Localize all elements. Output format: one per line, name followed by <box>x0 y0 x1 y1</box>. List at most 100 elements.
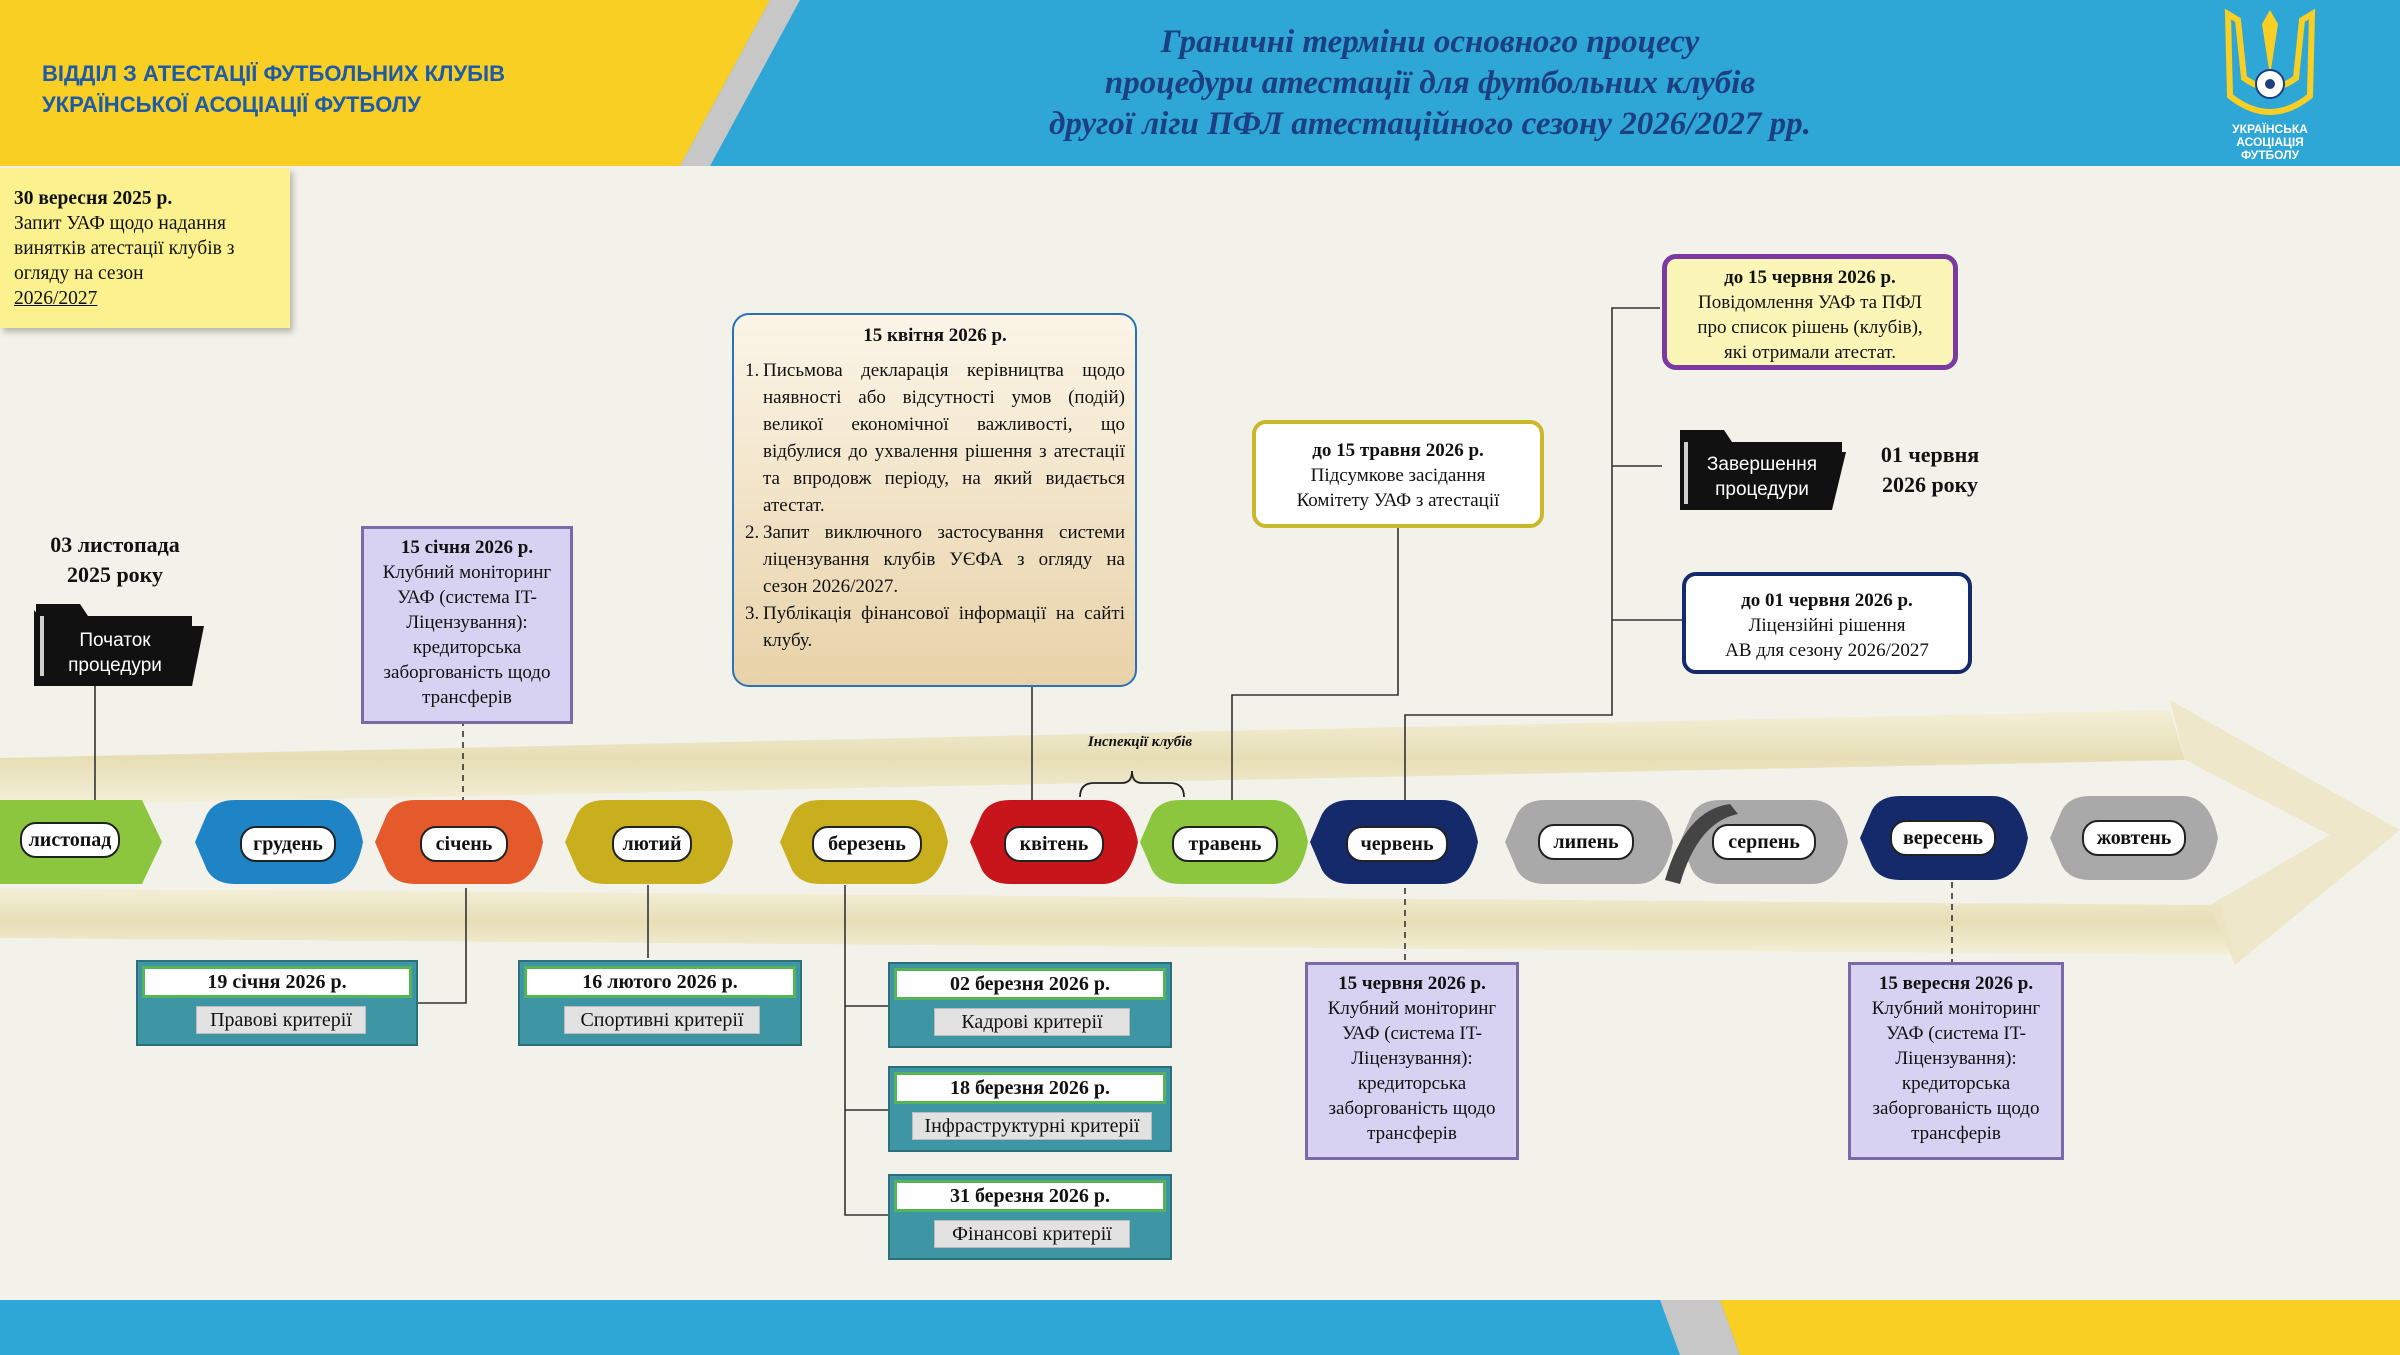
uaf-logo: УКРАЇНСЬКА АСОЦІАЦІЯ ФУТБОЛУ <box>2210 6 2330 166</box>
monitoring-jan-line6: трансферів <box>422 687 512 708</box>
month-label-jul: липень <box>1538 824 1634 860</box>
monitoring-jun-date: 15 червня 2026 р. <box>1338 973 1486 994</box>
criteria-infra-label: Інфраструктурні критерії <box>912 1112 1152 1140</box>
month-label-nov: листопад <box>20 822 120 858</box>
end-folder-icon <box>1680 430 1846 510</box>
june-license-date: до 01 червня 2026 р. <box>1741 590 1913 611</box>
monitoring-jan-line1: Клубний моніторинг <box>382 562 552 583</box>
page-title: Граничні терміни основного процесу проце… <box>960 22 1900 145</box>
april-item1: Письмова декларація керівництва щодо ная… <box>763 360 1125 516</box>
month-label-may: травень <box>1172 826 1278 862</box>
logo-text-line1: УКРАЇНСЬКА <box>2232 122 2308 136</box>
monitoring-sep-line1: Клубний моніторинг <box>1871 998 2041 1019</box>
exemption-note: 30 вересня 2025 р. Запит УАФ щодо наданн… <box>0 168 290 328</box>
april-item2: Запит виключного застосування системи лі… <box>763 522 1125 597</box>
end-date-line1: 01 червня <box>1880 442 1980 467</box>
criteria-legal-date: 19 січня 2026 р. <box>142 966 412 998</box>
monitoring-jun-line3: Ліцензування): <box>1351 1048 1473 1069</box>
end-label-line2: процедури <box>1715 479 1809 500</box>
start-date-line2: 2025 року <box>66 562 164 587</box>
org-name-line1: ВІДДІЛ З АТЕСТАЦІЇ ФУТБОЛЬНИХ КЛУБІВ <box>42 61 505 86</box>
june-notify-box: до 15 червня 2026 р. Повідомлення УАФ та… <box>1662 254 1958 370</box>
monitoring-sep-line5: заборгованість щодо <box>1872 1098 2040 1119</box>
monitoring-jun-line5: заборгованість щодо <box>1328 1098 1496 1119</box>
end-label-line1: Завершення <box>1706 454 1818 475</box>
april-box: 15 квітня 2026 р. 1.Письмова декларація … <box>745 322 1125 654</box>
june-notify-line3: які отримали атестат. <box>1723 342 1897 363</box>
title-line1: Граничні терміни основного процесу <box>1160 24 1700 60</box>
start-date: 03 листопада 2025 року <box>20 530 210 590</box>
start-folder-icon <box>34 604 204 686</box>
org-name-line2: УКРАЇНСЬКОЇ АСОЦІАЦІЇ ФУТБОЛУ <box>42 92 421 117</box>
criteria-staff-date: 02 березня 2026 р. <box>894 968 1166 1000</box>
may-date: до 15 травня 2026 р. <box>1312 440 1484 461</box>
monitoring-jan-line3: Ліцензування): <box>406 612 528 633</box>
criteria-legal-box: 19 січня 2026 р. Правові критерії <box>136 960 418 1046</box>
monitoring-jan-box: 15 січня 2026 р. Клубний моніторинг УАФ … <box>361 526 573 724</box>
month-label-jun: червень <box>1346 826 1448 862</box>
june-license-box: до 01 червня 2026 р. Ліцензійні рішення … <box>1682 572 1972 674</box>
logo-text-line3: ФУТБОЛУ <box>2240 148 2300 162</box>
monitoring-jan-line5: заборгованість щодо <box>383 662 551 683</box>
june-license-line2: АВ для сезону 2026/2027 <box>1725 640 1929 661</box>
monitoring-jun-line6: трансферів <box>1367 1123 1457 1144</box>
trident-icon <box>2224 8 2316 116</box>
note-text: Запит УАФ щодо надання винятків атестаці… <box>14 213 235 284</box>
end-label: Завершення процедури <box>1688 452 1836 502</box>
monitoring-jan-date: 15 січня 2026 р. <box>400 537 534 558</box>
end-date: 01 червня 2026 року <box>1855 440 2005 500</box>
criteria-infra-box: 18 березня 2026 р. Інфраструктурні крите… <box>888 1066 1172 1152</box>
start-label-line1: Початок <box>79 630 151 651</box>
may-box: до 15 травня 2026 р. Підсумкове засіданн… <box>1252 420 1544 528</box>
title-line2: процедури атестації для футбольних клубі… <box>1104 65 1756 101</box>
start-date-line1: 03 листопада <box>50 532 180 557</box>
org-name: ВІДДІЛ З АТЕСТАЦІЇ ФУТБОЛЬНИХ КЛУБІВ УКР… <box>42 58 642 120</box>
month-label-mar: березень <box>812 826 922 862</box>
criteria-sport-date: 16 лютого 2026 р. <box>524 966 796 998</box>
may-line1: Підсумкове засідання <box>1310 465 1486 486</box>
monitoring-jan-line4: кредиторська <box>412 637 522 658</box>
criteria-infra-date: 18 березня 2026 р. <box>894 1072 1166 1104</box>
monitoring-sep-box: 15 вересня 2026 р. Клубний моніторинг УА… <box>1848 962 2064 1160</box>
june-notify-line1: Повідомлення УАФ та ПФЛ <box>1697 292 1923 313</box>
criteria-finance-box: 31 березня 2026 р. Фінансові критерії <box>888 1174 1172 1260</box>
month-label-sep: вересень <box>1890 820 1996 856</box>
month-label-jan: січень <box>420 826 508 862</box>
monitoring-sep-date: 15 вересня 2026 р. <box>1878 973 2034 994</box>
monitoring-sep-line4: кредиторська <box>1901 1073 2011 1094</box>
criteria-finance-date: 31 березня 2026 р. <box>894 1180 1166 1212</box>
april-date: 15 квітня 2026 р. <box>863 325 1007 346</box>
month-label-aug: серпень <box>1712 824 1816 860</box>
inspections-label: Інспекції клубів <box>1087 734 1193 750</box>
start-label: Початок процедури <box>50 628 180 678</box>
may-line2: Комітету УАФ з атестації <box>1296 490 1500 511</box>
monitoring-jun-line2: УАФ (система IT- <box>1342 1023 1482 1044</box>
criteria-sport-label: Спортивні критерії <box>564 1006 760 1034</box>
criteria-sport-box: 16 лютого 2026 р. Спортивні критерії <box>518 960 802 1046</box>
criteria-staff-box: 02 березня 2026 р. Кадрові критерії <box>888 962 1172 1048</box>
monitoring-jan-line2: УАФ (система IT- <box>397 587 537 608</box>
logo-text-line2: АСОЦІАЦІЯ <box>2236 135 2304 149</box>
monitoring-jun-line4: кредиторська <box>1357 1073 1467 1094</box>
end-date-line2: 2026 року <box>1881 472 1979 497</box>
criteria-staff-label: Кадрові критерії <box>934 1008 1130 1036</box>
monitoring-sep-line6: трансферів <box>1911 1123 2001 1144</box>
month-label-feb: лютий <box>612 826 692 862</box>
note-date: 30 вересня 2025 р. <box>14 188 173 209</box>
month-label-apr: квітень <box>1004 826 1104 862</box>
monitoring-jun-box: 15 червня 2026 р. Клубний моніторинг УАФ… <box>1305 962 1519 1160</box>
monitoring-jun-line1: Клубний моніторинг <box>1327 998 1497 1019</box>
monitoring-sep-line2: УАФ (система IT- <box>1886 1023 2026 1044</box>
month-label-dec: грудень <box>240 826 336 862</box>
june-notify-date: до 15 червня 2026 р. <box>1724 267 1896 288</box>
start-label-line2: процедури <box>68 655 162 676</box>
april-item3: Публікація фінансової інформації на сайт… <box>763 603 1125 651</box>
note-season: 2026/2027 <box>14 288 98 309</box>
monitoring-sep-line3: Ліцензування): <box>1895 1048 2017 1069</box>
month-label-oct: жовтень <box>2082 820 2186 856</box>
june-license-line1: Ліцензійні рішення <box>1748 615 1906 636</box>
title-line3: другої ліги ПФЛ атестаційного сезону 202… <box>1049 106 1811 142</box>
june-notify-line2: про список рішень (клубів), <box>1697 317 1923 338</box>
criteria-legal-label: Правові критерії <box>196 1006 366 1034</box>
criteria-finance-label: Фінансові критерії <box>934 1220 1130 1248</box>
